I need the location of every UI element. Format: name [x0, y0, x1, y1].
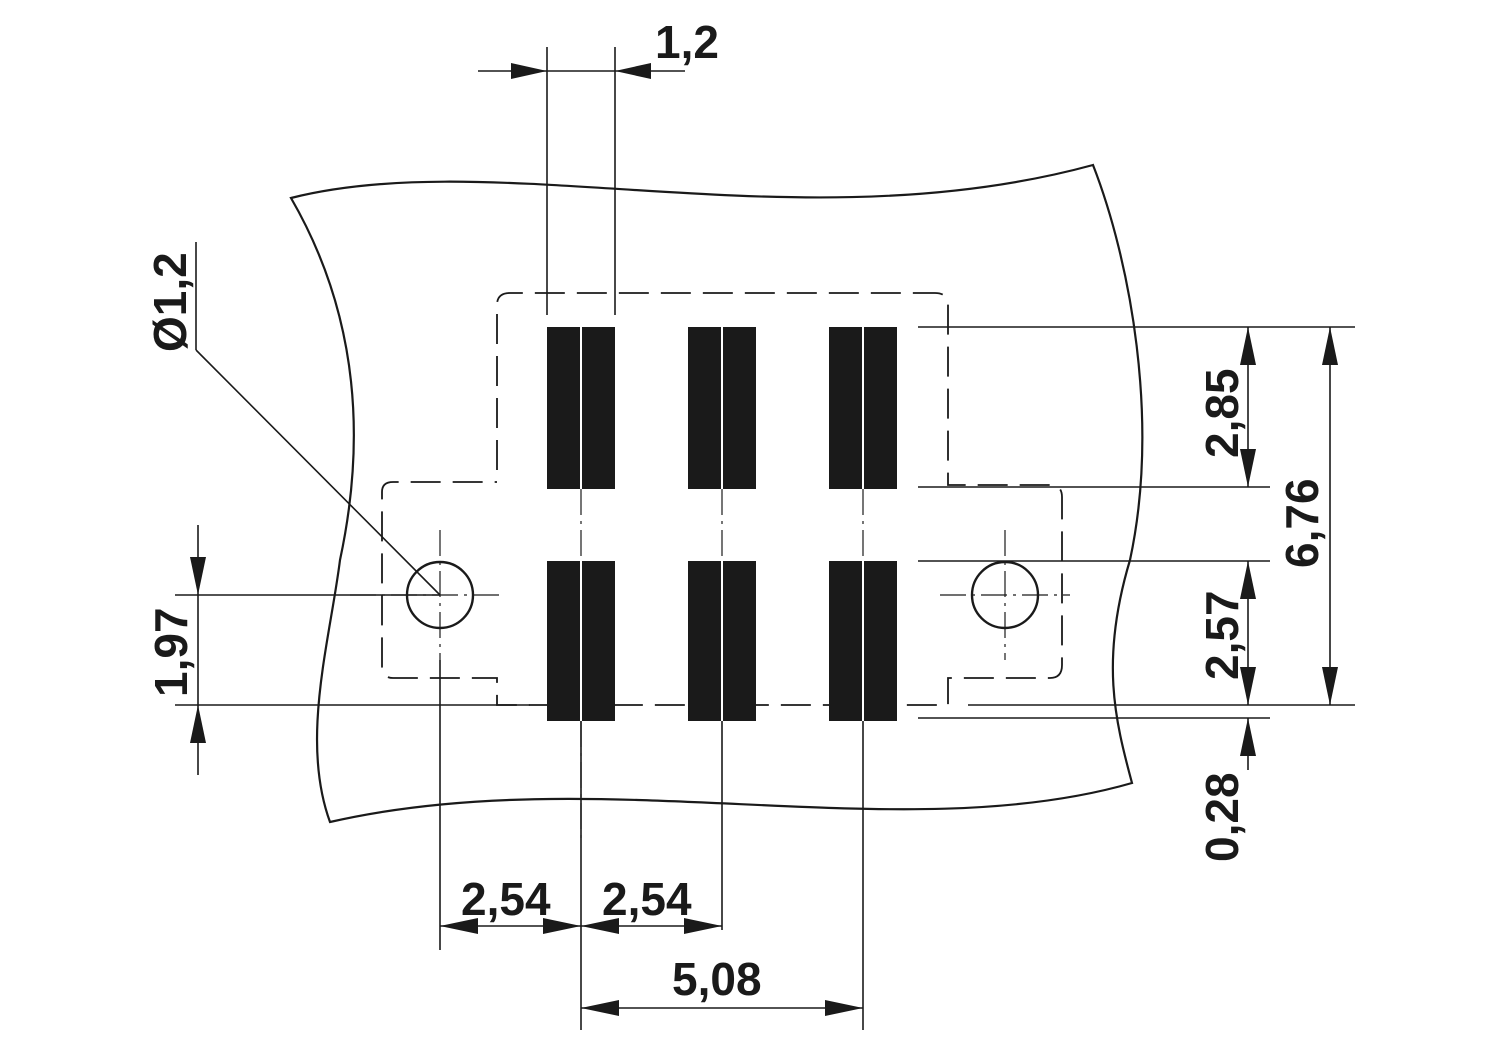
right-extension-lines: [918, 326, 1355, 719]
dim-double-pitch: 5,08: [581, 953, 863, 1016]
dim-double-pitch-label: 5,08: [672, 953, 762, 1005]
dim-pad-width: 1,2: [478, 16, 719, 315]
dim-hole-height-label: 1,97: [145, 607, 197, 697]
dim-total-height-label: 6,76: [1276, 478, 1328, 568]
board-outline: [289, 163, 1144, 824]
dim-hole-diameter: Ø1,2: [144, 242, 441, 596]
dim-pitch-right: 2,54: [581, 873, 722, 934]
dim-pitch-left: 2,54: [440, 873, 581, 934]
dim-lower-row-label: 2,57: [1196, 590, 1248, 680]
dim-hole-height: 1,97: [145, 525, 530, 775]
pad-centerlines: [580, 327, 864, 1030]
dim-bottom-offset: 0,28: [1196, 718, 1256, 862]
dim-pitch-right-label: 2,54: [602, 873, 692, 925]
dim-bottom-offset-label: 0,28: [1196, 772, 1248, 862]
dim-pitch-left-label: 2,54: [461, 873, 551, 925]
dim-hole-diameter-label: Ø1,2: [144, 252, 196, 352]
dim-lower-row: 2,57: [1196, 561, 1256, 705]
dim-upper-row-label: 2,85: [1196, 368, 1248, 458]
component-outline: [381, 292, 1063, 706]
dim-upper-row: 2,85: [1196, 327, 1256, 487]
dim-total-height: 6,76: [1276, 327, 1338, 705]
dim-pad-width-label: 1,2: [655, 16, 719, 68]
